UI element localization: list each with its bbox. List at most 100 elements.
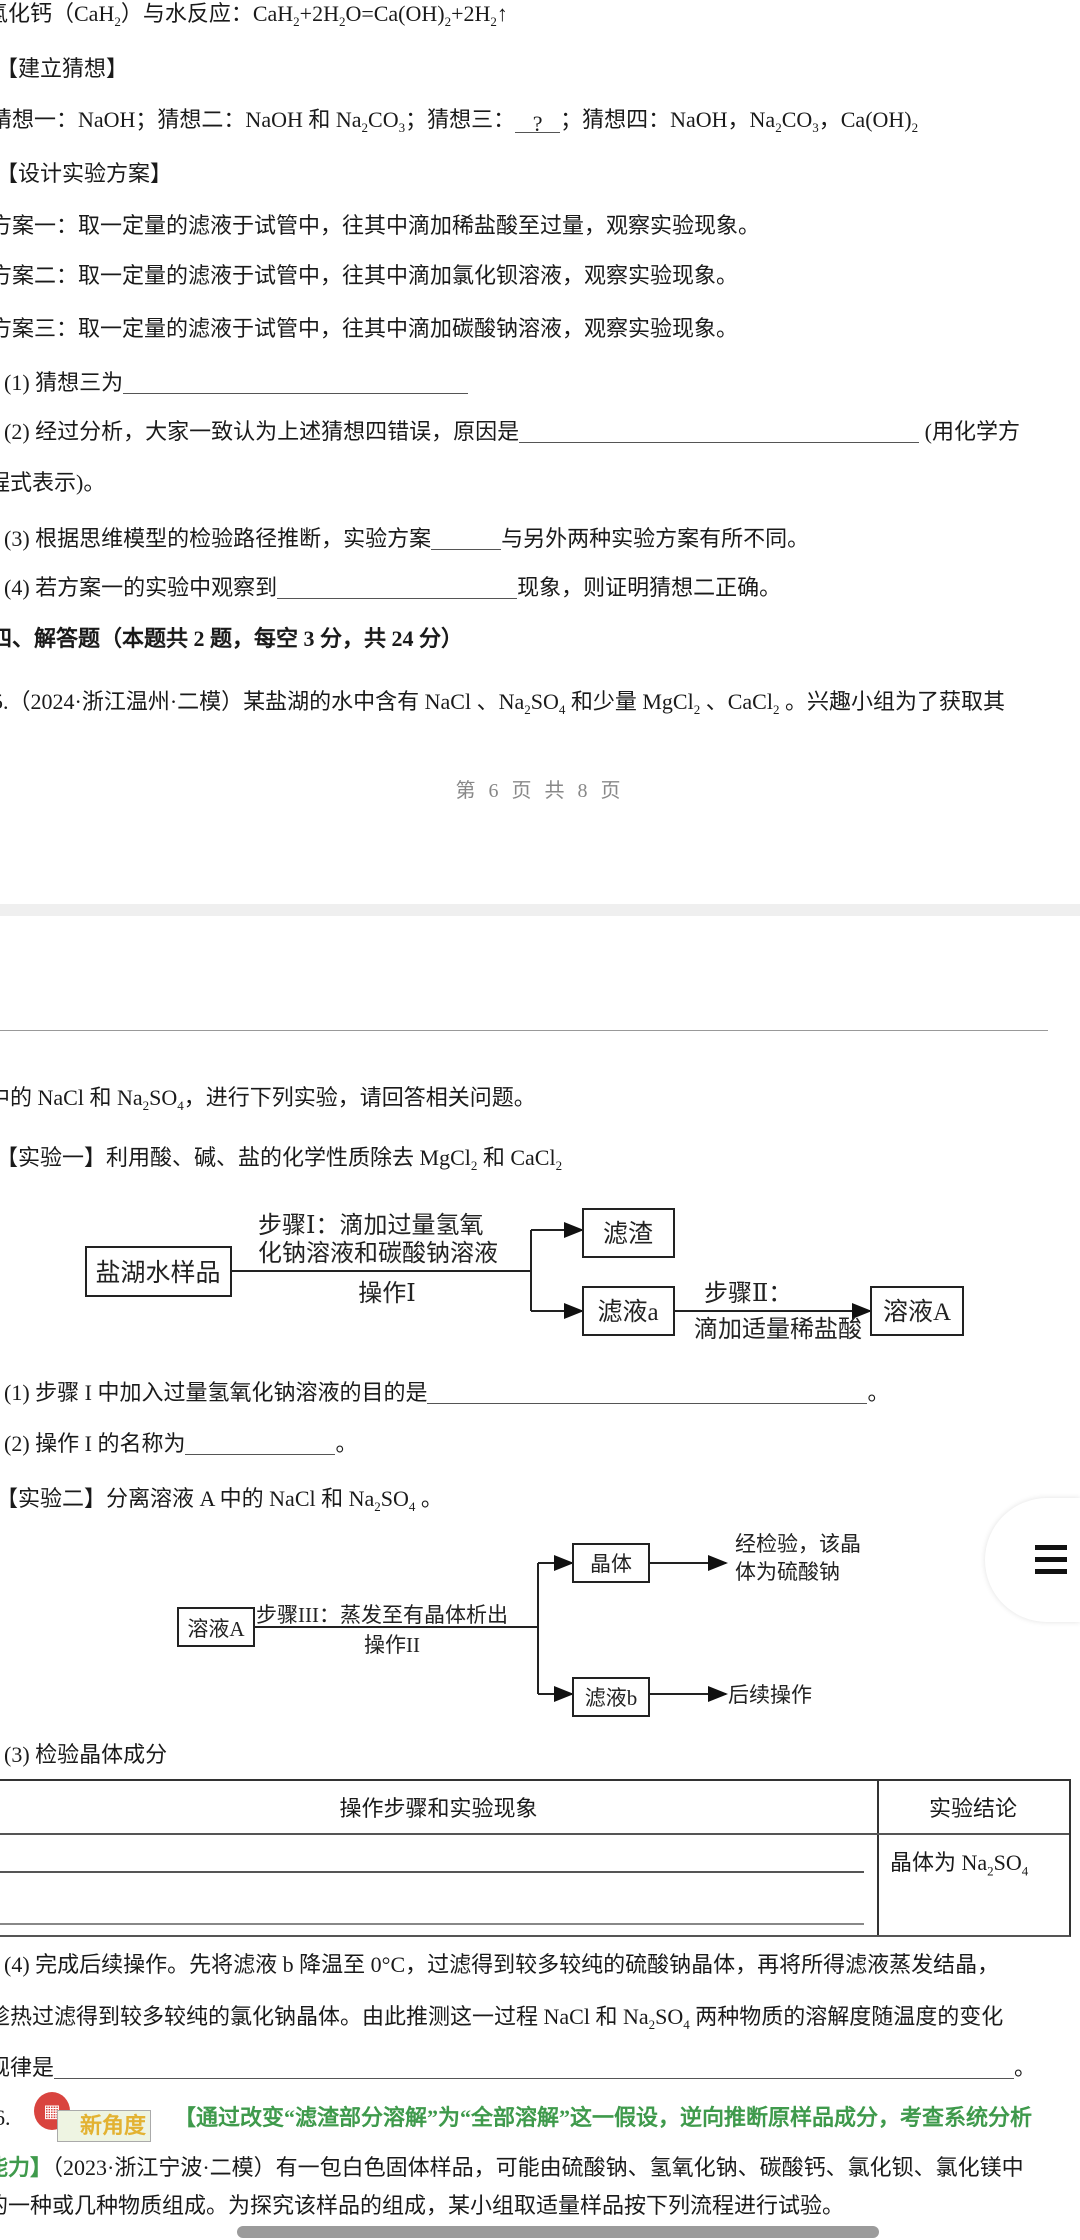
floating-menu-button[interactable] [985, 1498, 1080, 1622]
answer-blank-line-1[interactable] [0, 1871, 864, 1873]
text-segment: (3) 检验晶体成分 [4, 1742, 168, 1767]
subscript: 4 [177, 1098, 184, 1113]
text-line-l3: 【设计实验方案】 [0, 158, 172, 190]
page-separator [0, 904, 1080, 916]
table-header-conclusion: 实验结论 [928, 1796, 1017, 1821]
text-line-l11: (4) 若方案一的实验中观察到现象，则证明猜想二正确。 [4, 572, 781, 604]
answer-blank-line-2[interactable] [0, 1923, 864, 1925]
label-solution-a: 溶液A [187, 1617, 245, 1641]
subscript: 2 [142, 1098, 150, 1113]
text-segment: 和 CaCl [477, 1145, 556, 1170]
text-segment: 两种物质的溶解度随温度的变化 [689, 2004, 1004, 2029]
subscript: 2 [374, 1499, 381, 1514]
answer-blank[interactable]: ? [515, 108, 561, 136]
label-step2-b: 滴加适量稀盐酸 [694, 1316, 862, 1343]
subscript: 4 [408, 1499, 416, 1514]
answer-blank[interactable] [431, 525, 502, 550]
text-segment: 【建立猜想】 [0, 56, 129, 81]
scrollbar-thumb[interactable] [237, 2226, 879, 2238]
label-step1-b: 化钠溶液和碳酸钠溶液 [258, 1240, 498, 1267]
answer-blank[interactable] [519, 418, 920, 443]
text-segment: CO [781, 107, 813, 132]
text-segment: ）与水反应：CaH [120, 1, 294, 26]
subscript: 2 [648, 2017, 656, 2032]
text-segment: 。 [335, 1431, 358, 1456]
text-line-m7: 趁热过滤得到较多较纯的氯化钠晶体。由此推测这一过程 NaCl 和 Na2SO4 … [0, 2001, 1003, 2033]
text-segment: 。 [415, 1486, 443, 1511]
label-step3: 步骤III：蒸发至有晶体析出 [256, 1603, 508, 1627]
text-segment: 方案三：取一定量的滤液于试管中，往其中滴加碳酸钠溶液，观察实验现象。 [0, 316, 739, 341]
text-segment: (3) 根据思维模型的检验路径推断，实验方案 [4, 526, 432, 551]
header-divider [0, 1833, 1069, 1835]
subscript: 2 [470, 1158, 478, 1173]
text-line-m8: 规律是。 [0, 2052, 1036, 2084]
text-segment: 与另外两种实验方案有所不同。 [501, 526, 810, 551]
text-segment: (2) 经过分析，大家一致认为上述猜想四错误，原因是 [4, 419, 520, 444]
subscript: 2 [361, 120, 369, 135]
answer-blank[interactable] [54, 2054, 1015, 2079]
text-line-l10: (3) 根据思维模型的检验路径推断，实验方案 与另外两种实验方案有所不同。 [4, 523, 809, 555]
text-line-l9: 程式表示)。 [0, 467, 105, 499]
hamburger-menu-icon [1035, 1545, 1067, 1550]
text-segment: 氢化钙（CaH [0, 1, 115, 26]
text-line-l12: 四、解答题（本题共 2 题，每空 3 分，共 24 分） [0, 623, 463, 655]
label-op2: 操作II [364, 1633, 420, 1657]
text-line-m1: 【实验一】利用酸、碱、盐的化学性质除去 MgCl2 和 CaCl2 [0, 1142, 562, 1174]
subscript: 3 [398, 120, 406, 135]
box-residue [582, 1208, 675, 1258]
subscript: 2 [693, 702, 701, 717]
text-segment: (4) 若方案一的实验中观察到 [4, 575, 278, 600]
text-segment: SO [380, 1486, 409, 1511]
text-line-l2: 猜想一：NaOH；猜想二：NaOH 和 Na2CO3；猜想三：?；猜想四：NaO… [0, 104, 918, 136]
text-line-m3: (2) 操作 I 的名称为。 [4, 1428, 358, 1460]
text-line-l13: 5.（2024·浙江温州·二模）某盐湖的水中含有 NaCl 、Na2SO4 和少… [0, 686, 1005, 718]
text-segment: 【设计实验方案】 [0, 161, 173, 186]
answer-blank[interactable] [185, 1430, 336, 1455]
text-line-m2: (1) 步骤 I 中加入过量氢氧化钠溶液的目的是。 [4, 1377, 890, 1409]
text-segment: CO [368, 107, 399, 132]
subscript: 4 [683, 2017, 690, 2032]
new-angle-badge: 新角度 [57, 2110, 151, 2142]
text-segment: 、CaCl [700, 689, 773, 714]
text-line-q6b: 能力】（2023·浙江宁波·二模）有一包白色固体样品，可能由硫酸钠、氢氧化钠、碳… [0, 2152, 1024, 2184]
text-segment: +2H [299, 1, 339, 26]
subscript: 2 [911, 120, 919, 135]
text-segment: ；猜想四：NaOH，Na [560, 107, 776, 132]
label-filtrate-b: 滤液b [585, 1686, 638, 1710]
answer-blank[interactable] [277, 574, 518, 599]
subscript: 2 [987, 1863, 994, 1879]
page-footer: 第 6 页 共 8 页 [455, 780, 625, 802]
answer-blank[interactable] [427, 1379, 868, 1404]
subscript: 2 [444, 14, 452, 29]
text-segment: 方案一：取一定量的滤液于试管中，往其中滴加稀盐酸至过量，观察实验现象。 [0, 213, 761, 238]
header-rule [0, 1030, 1048, 1031]
box-solution-a [870, 1286, 964, 1336]
text-line-l5: 方案二：取一定量的滤液于试管中，往其中滴加氯化钡溶液，观察实验现象。 [0, 260, 738, 292]
text-segment: 方案二：取一定量的滤液于试管中，往其中滴加氯化钡溶液，观察实验现象。 [0, 263, 739, 288]
subscript: 2 [338, 14, 346, 29]
hamburger-menu-icon [1035, 1569, 1067, 1574]
label-crystal: 晶体 [590, 1552, 632, 1576]
label-residue: 滤渣 [603, 1220, 653, 1248]
text-segment: 的一种或几种物质组成。为探究该样品的组成，某小组取适量样品按下列流程进行试验。 [0, 2193, 845, 2218]
text-segment: ↑ [496, 1, 508, 26]
label-solution-a: 溶液A [883, 1298, 951, 1326]
text-segment: ，Ca(OH) [818, 107, 912, 132]
text-line-q6a: 【通过改变“滤渣部分溶解”为“全部溶解”这一假设，逆向推断原样品成分，考查系统分… [174, 2102, 1032, 2134]
text-segment: 猜想一：NaOH；猜想二：NaOH 和 Na [0, 107, 362, 132]
text-segment: 程式表示)。 [0, 470, 106, 495]
text-segment: ；猜想三： [405, 107, 516, 132]
text-line-l6: 方案三：取一定量的滤液于试管中，往其中滴加碳酸钠溶液，观察实验现象。 [0, 313, 738, 345]
text-line-l4: 方案一：取一定量的滤液于试管中，往其中滴加稀盐酸至过量，观察实验现象。 [0, 210, 760, 242]
text-segment: (1) 步骤 I 中加入过量氢氧化钠溶液的目的是 [4, 1380, 428, 1405]
table-cell-conclusion: 晶体为 Na2SO4 [890, 1845, 1028, 1879]
label-filtrate-a: 滤液a [597, 1298, 658, 1326]
text-line-l1: 【建立猜想】 [0, 53, 128, 85]
answer-blank[interactable] [123, 369, 469, 394]
text-segment: SO [149, 1085, 178, 1110]
conclusion-text: SO [993, 1850, 1022, 1875]
text-segment: 5.（2024·浙江温州·二模）某盐湖的水中含有 NaCl 、Na [0, 689, 525, 714]
label-crystal-note-b: 体为硫酸钠 [735, 1560, 840, 1584]
text-segment: 规律是 [0, 2055, 55, 2080]
